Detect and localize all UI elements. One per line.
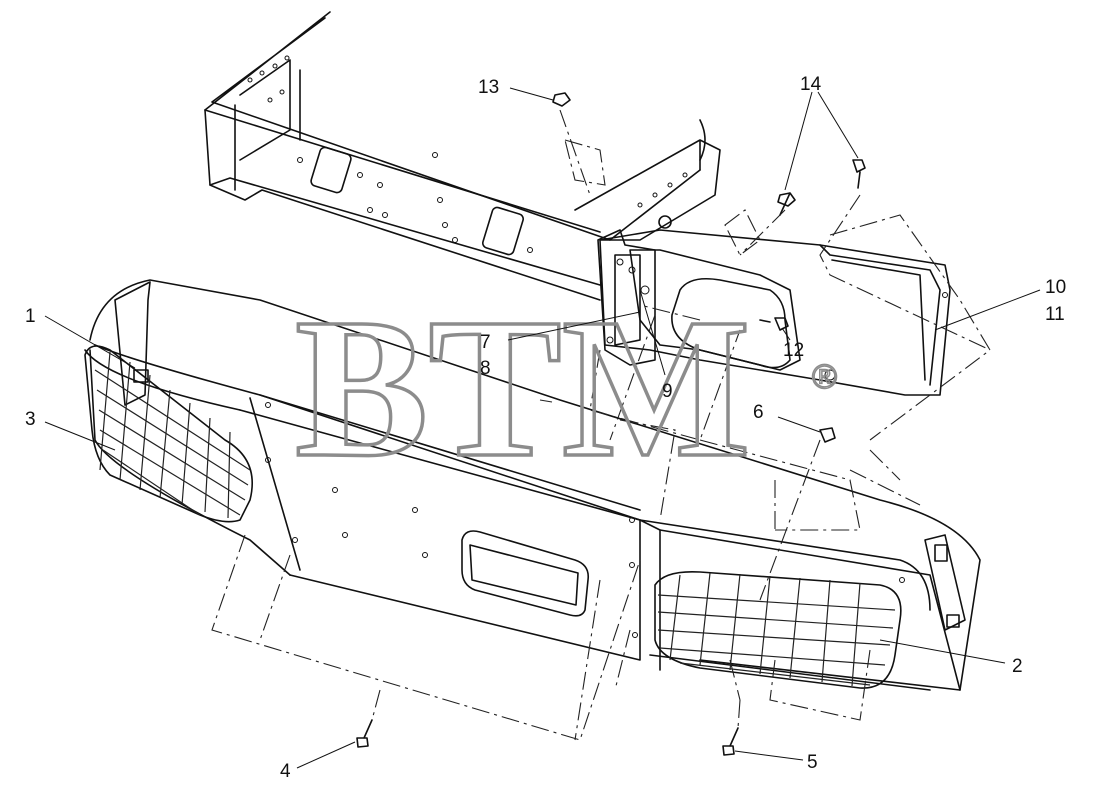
label-12: 12: [783, 340, 804, 361]
label-9: 9: [662, 381, 673, 402]
chassis-frame: [204, 11, 721, 301]
leader-lines: [44, 87, 1041, 769]
label-8: 8: [480, 358, 491, 379]
label-2: 2: [1012, 656, 1023, 677]
right-grille: [654, 570, 902, 689]
label-7: 7: [480, 332, 491, 353]
label-4: 4: [280, 761, 291, 782]
label-11: 11: [1045, 304, 1065, 325]
btm-watermark: BTM ®: [293, 276, 838, 501]
bumper: [84, 279, 981, 691]
registered-mark: ®: [812, 358, 837, 396]
label-6: 6: [753, 402, 764, 423]
label-5: 5: [807, 752, 818, 773]
label-14: 14: [800, 74, 822, 95]
label-10: 10: [1045, 277, 1066, 298]
label-13: 13: [478, 77, 499, 98]
alignment-lines: [211, 109, 991, 741]
watermark-text: BTM: [295, 278, 751, 499]
callout-labels: 1 2 3 4 5 6 7 8 9 10 11 12 13 14: [25, 74, 1066, 782]
left-grille: [84, 345, 254, 523]
label-3: 3: [25, 409, 36, 430]
label-1: 1: [25, 306, 36, 327]
fasteners: [356, 92, 866, 756]
